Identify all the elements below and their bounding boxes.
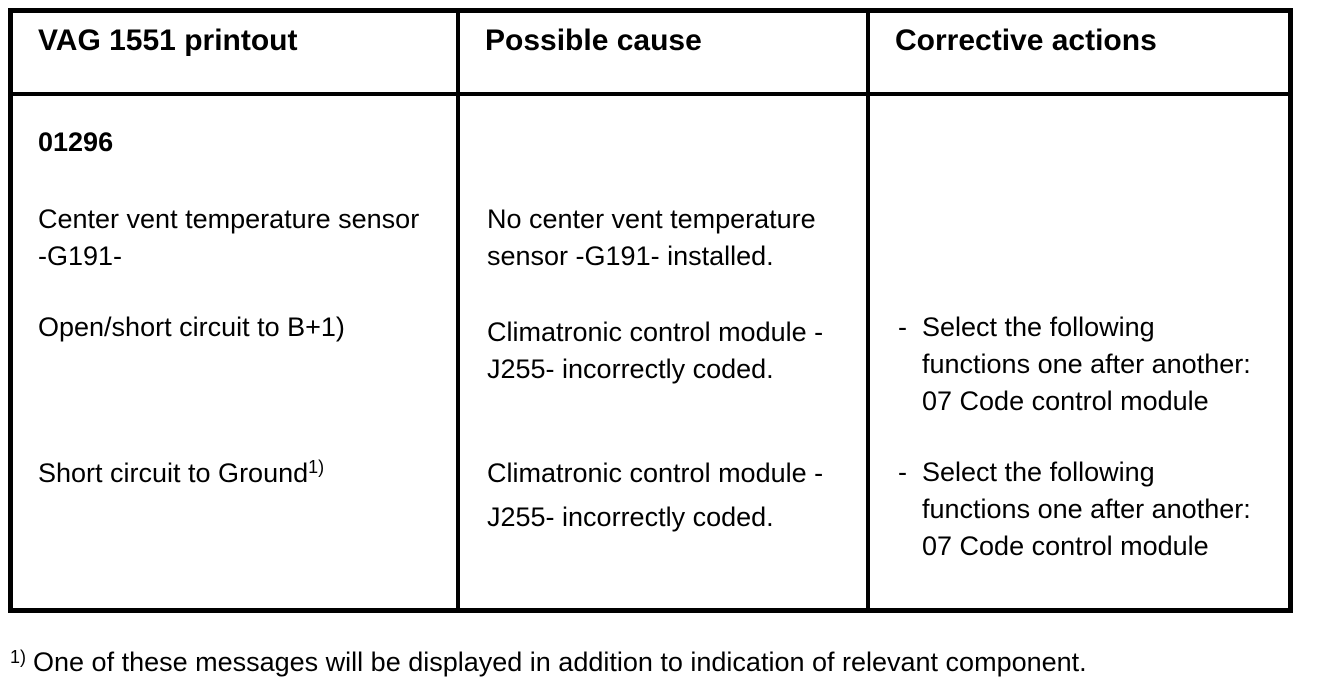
cell-possible-cause: No center vent temperature sensor -G191-… (460, 96, 870, 608)
text-line: sensor -G191- installed. (487, 241, 774, 271)
header-cell-corrective-actions: Corrective actions (870, 13, 1288, 96)
header-cell-vag-printout: VAG 1551 printout (13, 13, 460, 96)
table-header-row: VAG 1551 printout Possible cause Correct… (13, 13, 1288, 96)
text-line: J255- incorrectly coded. (487, 502, 774, 532)
action-item: - Select the following functions one aft… (898, 454, 1288, 565)
table-body-row: 01296 Center vent temperature sensor -G1… (13, 96, 1288, 608)
fault-open-short-paragraph: Open/short circuit to B+1) (38, 309, 456, 346)
header-cell-possible-cause: Possible cause (460, 13, 870, 96)
component-paragraph: Center vent temperature sensor -G191- (38, 201, 456, 275)
text-line: -G191- (38, 241, 123, 271)
text-line: functions one after another: (922, 349, 1251, 379)
text-line: Climatronic control module - (487, 317, 824, 347)
text-line: Center vent temperature sensor (38, 204, 420, 234)
cause-paragraph: Climatronic control module - J255- incor… (487, 451, 866, 539)
footnote: 1) One of these messages will be displaye… (10, 644, 1087, 681)
text-line: 07 Code control module (922, 531, 1209, 561)
footnote-text: One of these messages will be displayed … (33, 647, 1087, 677)
dash-bullet: - (898, 312, 907, 342)
cell-vag-printout: 01296 Center vent temperature sensor -G1… (13, 96, 460, 608)
dtc-code: 01296 (38, 127, 114, 157)
text-line: Select the following (922, 312, 1155, 342)
cause-paragraph: No center vent temperature sensor -G191-… (487, 201, 866, 275)
text-line: No center vent temperature (487, 204, 816, 234)
dash-bullet: - (898, 457, 907, 487)
footnote-reference: 1) (308, 457, 325, 477)
text-line: functions one after another: (922, 494, 1251, 524)
diagnostic-code-table: VAG 1551 printout Possible cause Correct… (8, 8, 1293, 613)
text-line: Open/short circuit to B+1) (38, 312, 345, 342)
cell-corrective-actions: - Select the following functions one aft… (870, 96, 1288, 608)
text-line: 07 Code control module (922, 386, 1209, 416)
text-line: Select the following (922, 457, 1155, 487)
text-line: Climatronic control module - (487, 458, 824, 488)
fault-ground-text: Short circuit to Ground (38, 458, 309, 488)
text-line: Short circuit to Ground1) (38, 455, 456, 492)
fault-ground-paragraph: Short circuit to Ground1) (38, 455, 456, 492)
text-line: J255- incorrectly coded. (487, 354, 774, 384)
footnote-marker: 1) (10, 647, 27, 667)
cause-paragraph: Climatronic control module - J255- incor… (487, 314, 866, 388)
action-item: - Select the following functions one aft… (898, 309, 1288, 420)
